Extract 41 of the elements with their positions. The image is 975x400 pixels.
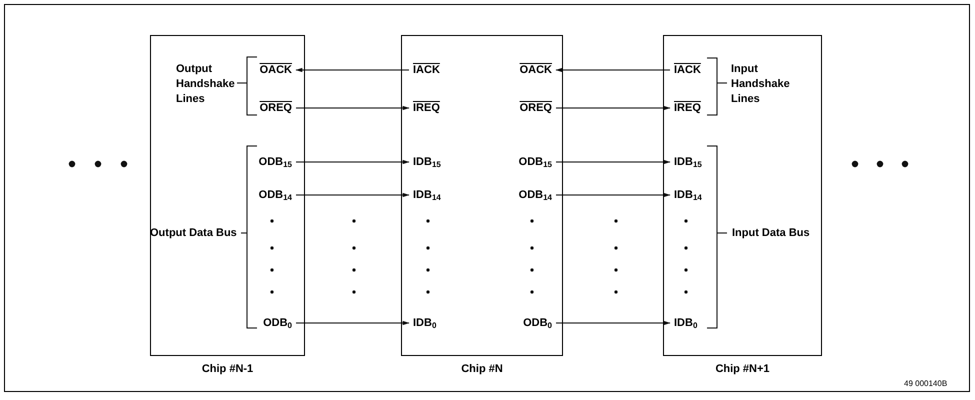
pin-label: IACK bbox=[674, 62, 701, 78]
arrow bbox=[296, 106, 410, 110]
pin-label: OACK bbox=[520, 62, 552, 78]
chip-caption: Chip #N+1 bbox=[714, 362, 771, 377]
chip-caption: Chip #N-1 bbox=[200, 362, 254, 377]
pin-label: ODB$_{15}$ bbox=[518, 154, 552, 170]
pin-label: OREQ bbox=[260, 100, 292, 116]
pin-label: IDB$_{0}$ bbox=[413, 315, 436, 331]
pin-label: IDB$_{14}$ bbox=[674, 187, 702, 203]
pin-label: ODB$_{0}$ bbox=[523, 315, 552, 331]
chip-caption: Chip #N bbox=[460, 362, 504, 377]
pin-label: OACK bbox=[260, 62, 292, 78]
bracket-label: Input Data Bus bbox=[732, 226, 811, 241]
pin-label: IDB$_{15}$ bbox=[674, 154, 702, 170]
arrow bbox=[556, 320, 671, 326]
pin-label: IACK bbox=[413, 62, 440, 78]
arrow bbox=[556, 160, 671, 164]
bracket-label: Output Handshake Lines bbox=[176, 62, 236, 107]
chip-box bbox=[663, 35, 822, 356]
chip-box bbox=[401, 35, 563, 356]
figure-number: 49 000140B bbox=[904, 378, 948, 390]
arrow bbox=[556, 192, 671, 198]
arrow bbox=[295, 68, 410, 72]
pin-label: IREQ bbox=[413, 100, 440, 116]
pin-label: ODB$_{0}$ bbox=[263, 315, 292, 331]
arrow bbox=[296, 192, 410, 198]
pin-label: IREQ bbox=[674, 100, 701, 116]
chip-box bbox=[150, 35, 305, 356]
pin-label: OREQ bbox=[520, 100, 552, 116]
pin-label: IDB$_{0}$ bbox=[674, 315, 698, 331]
pin-label: IDB$_{15}$ bbox=[413, 154, 441, 170]
bracket-label: Output Data Bus bbox=[150, 226, 238, 241]
pin-label: ODB$_{14}$ bbox=[518, 187, 552, 203]
pin-label: ODB$_{15}$ bbox=[258, 154, 292, 170]
arrow bbox=[555, 68, 670, 72]
pin-label: IDB$_{14}$ bbox=[413, 187, 441, 203]
pin-label: ODB$_{14}$ bbox=[258, 187, 292, 203]
arrow bbox=[296, 160, 410, 164]
arrow bbox=[556, 106, 671, 110]
bracket-label: Input Handshake Lines bbox=[731, 62, 791, 107]
arrow bbox=[296, 320, 410, 326]
